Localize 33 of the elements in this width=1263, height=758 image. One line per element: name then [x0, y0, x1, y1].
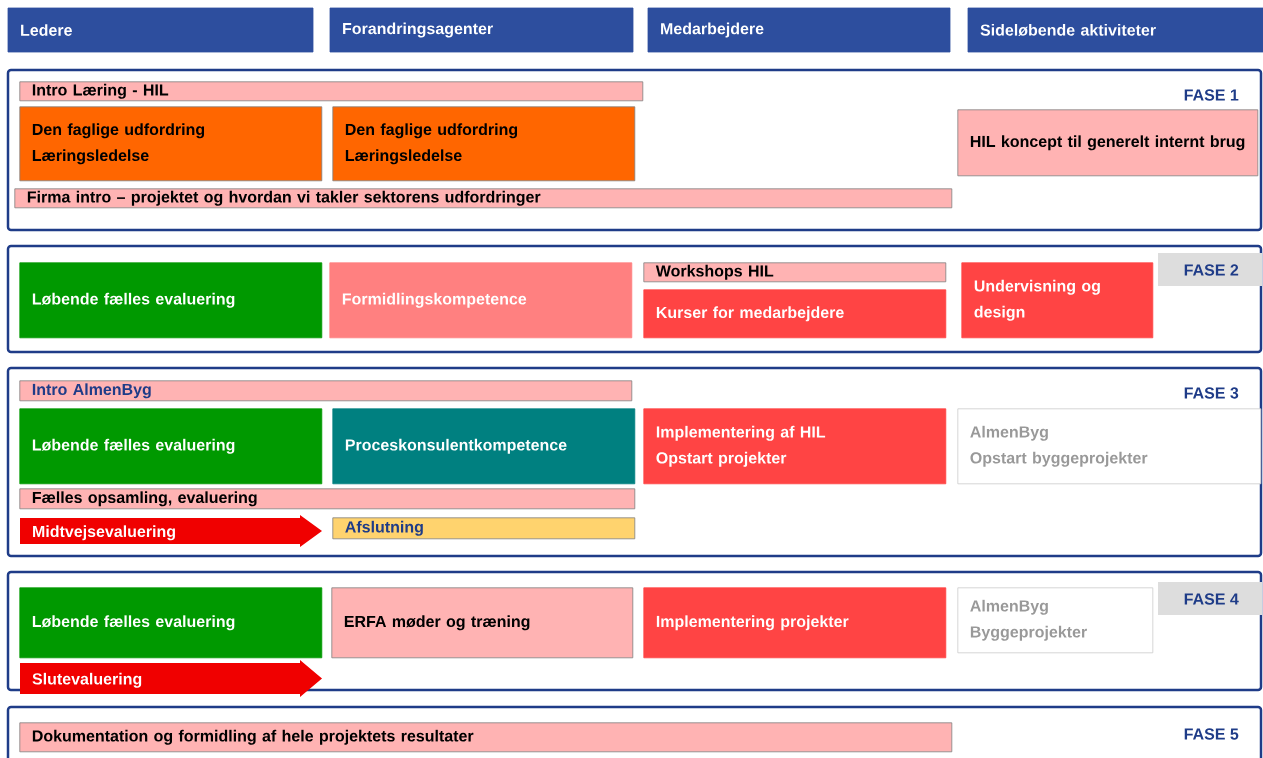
activity-box: ERFA møder og træning: [331, 587, 634, 659]
activity-bar: Firma intro – projektet og hvordan vi takler sektorens udfordringer: [14, 188, 953, 209]
activity-box: Den faglige udfordring Læringsledelse: [332, 106, 636, 182]
activity-box: Proceskonsulentkompetence: [332, 408, 636, 485]
activity-box: Implementering af HIL Opstart projekter: [643, 408, 947, 485]
column-header: Ledere: [7, 7, 314, 53]
activity-box: Implementering projekter: [643, 587, 947, 659]
activity-bar: Intro Læring - HIL: [19, 81, 644, 102]
phase-label: FASE 3: [1184, 387, 1239, 399]
phase-label: FASE 1: [1184, 89, 1239, 101]
activity-bar: Workshops HIL: [643, 262, 947, 283]
arrow-box: Slutevaluering: [20, 660, 322, 697]
phase-label: FASE 4: [1158, 582, 1262, 615]
activity-box: Undervisning og design: [961, 262, 1154, 339]
phase-label: FASE 2: [1158, 253, 1262, 286]
column-header: Medarbejdere: [647, 7, 951, 53]
column-header: Sideløbende aktiviteter: [967, 7, 1263, 53]
activity-box: AlmenByg Opstart byggeprojekter: [957, 408, 1262, 485]
activity-bar: Fælles opsamling, evaluering: [19, 488, 636, 510]
activity-box: Kurser for medarbejdere: [643, 289, 947, 339]
activity-box: Den faglige udfordring Læringsledelse: [19, 106, 323, 182]
phase-label: FASE 5: [1184, 728, 1239, 740]
activity-bar: Intro AlmenByg: [19, 380, 633, 402]
activity-box: Løbende fælles evaluering: [19, 408, 323, 485]
activity-bar: Dokumentation og formidling af hele projektets resultater: [19, 722, 953, 753]
activity-bar: Afslutning: [332, 517, 636, 540]
arrow-box: Midtvejsevaluering: [20, 515, 322, 547]
activity-box: Løbende fælles evaluering: [19, 587, 323, 659]
activity-box: Løbende fælles evaluering: [19, 262, 323, 339]
column-header: Forandringsagenter: [329, 7, 634, 53]
activity-box: Formidlingskompetence: [329, 262, 633, 339]
activity-box: HIL koncept til generelt internt brug: [957, 109, 1259, 177]
activity-box: AlmenByg Byggeprojekter: [957, 587, 1154, 654]
